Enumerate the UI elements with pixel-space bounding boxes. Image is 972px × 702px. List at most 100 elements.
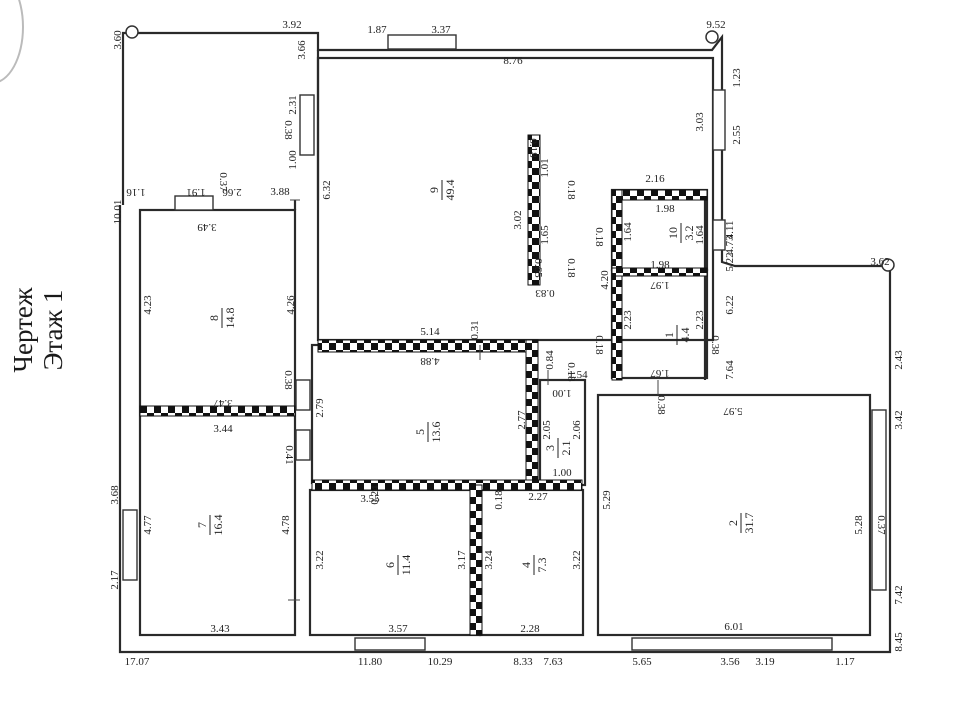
room-7-area: 16.4 [211,515,225,536]
dim-label: 2.17 [109,570,121,590]
dimension-labels-horizontal: 3.92 1.87 3.37 9.52 8.76 2.16 1.98 1.98 … [125,19,890,668]
dim-label: 2.06 [571,420,583,440]
dim-label: 0.37 [875,515,887,535]
dim-label: 0.41 [283,445,295,464]
dim-label: 1.65 [539,225,551,245]
dimension-labels-inverted: 1.16 1.91 2.66 3.49 4.88 1.67 1.97 3.47 … [126,186,743,417]
room-10-number: 10 [666,227,680,239]
room-5: 5 13.6 [413,422,443,443]
dim-label: 8.76 [503,55,523,67]
dim-label: 3.66 [296,40,308,60]
dim-label: 4.26 [285,295,297,315]
dim-label: 0.18 [593,227,605,247]
window-room-6 [354,637,426,651]
dim-label: 7.63 [543,656,563,668]
dim-label: 0.84 [544,350,556,370]
window-room-7-right [295,429,311,461]
room-7: 7 16.4 [195,515,225,536]
dim-label: 2.23 [622,310,634,330]
dim-label: 4.78 [280,515,292,535]
dim-label: 3.19 [755,656,775,668]
dim-label: 0.24 [369,485,381,505]
partition-bottom-room-5 [311,479,583,491]
corner-marker-right [881,258,895,272]
dim-label: 3.68 [109,485,121,505]
dim-label: 1.64 [694,225,706,245]
window-top [387,34,457,50]
dim-label: 8.33 [513,656,533,668]
dim-label: 0.31 [469,320,481,339]
dim-label: 1.98 [655,203,675,215]
room-labels: 9 49.4 8 14.8 10 3.2 1 4.4 5 13.6 3 2.1 [195,180,756,576]
dim-label: 3.57 [388,623,408,635]
dim-label: 2.55 [731,125,743,145]
window-room-8-right [295,379,311,411]
room-4: 4 7.3 [519,555,549,575]
room-10: 10 3.2 [666,223,696,243]
dim-label: 3.03 [694,112,706,132]
dim-label: 1.67 [650,367,670,379]
dim-label: 3.49 [197,221,217,233]
dim-label: 2.79 [314,398,326,418]
room-2-number: 2 [726,520,740,526]
room-1-number: 1 [662,332,676,338]
dim-label: 2.16 [645,173,665,185]
room-3-area: 2.1 [559,441,573,456]
room-2-area: 31.7 [742,513,756,534]
dim-label: 3.92 [282,19,301,31]
dim-label: 0.18 [565,258,577,278]
dim-label: 0.18 [593,335,605,355]
dim-label: 1.64 [622,222,634,242]
dim-label: 4.77 [142,515,154,535]
partition-room-6-4 [469,484,483,636]
dim-label: 1.17 [835,656,855,668]
dim-label: 1.00 [287,150,299,170]
dim-label: 5.14 [420,326,440,338]
window-room-2-right [871,409,887,591]
dim-label: 4.23 [142,295,154,315]
dim-label: 0.38 [655,395,667,415]
dim-label: 3.43 [210,623,230,635]
dim-label: 4.88 [420,355,440,367]
dim-label: 3.55 [360,493,380,505]
dim-label: 3.37 [431,24,451,36]
dim-label: 0.37 [217,172,229,192]
outer-wall-main [118,31,892,654]
partitions [139,134,708,636]
dim-label: 1.87 [367,24,387,36]
room-9: 9 49.4 [427,180,457,201]
dim-label: 0.65 [532,258,544,278]
dim-label: 2.05 [541,420,553,440]
room-5-number: 5 [413,429,427,435]
dim-label: 1.91 [186,186,205,198]
dim-label: 7.64 [724,360,736,380]
window-room-9-right [712,89,726,151]
dim-label: 1.97 [650,279,670,291]
dim-label: 3.22 [314,550,326,569]
corner-markers [125,25,895,272]
dim-label: 3.22 [571,550,583,569]
room-8: 8 14.8 [207,308,237,329]
dim-label: 3.88 [270,186,290,198]
windows [122,34,887,651]
dimension-ticks [288,199,659,601]
dim-label: 2.31 [287,95,299,114]
dim-label: 3.62 [870,256,889,268]
dim-label: 5.65 [632,656,652,668]
room-8-number: 8 [207,315,221,321]
room-7-number: 7 [195,522,209,528]
corner-marker-top-right [705,30,719,44]
partition-room-10-1 [611,267,708,277]
dim-label: 1.00 [552,387,572,399]
dim-label: 3.47 [213,397,233,409]
dimension-labels-vertical-inverted: 0.38 0.18 0.18 0.65 0.18 0.18 0.37 0.18 … [217,120,887,535]
dim-label: 8.45 [893,632,905,652]
dim-label: 2.28 [520,623,540,635]
room-10-area: 3.2 [682,226,696,241]
dim-label: 5.97 [723,405,743,417]
dim-label: 1.01 [539,158,551,177]
dim-label: 2.23 [694,310,706,330]
dim-label: 3.44 [213,423,233,435]
dim-label: 1.98 [650,259,670,271]
